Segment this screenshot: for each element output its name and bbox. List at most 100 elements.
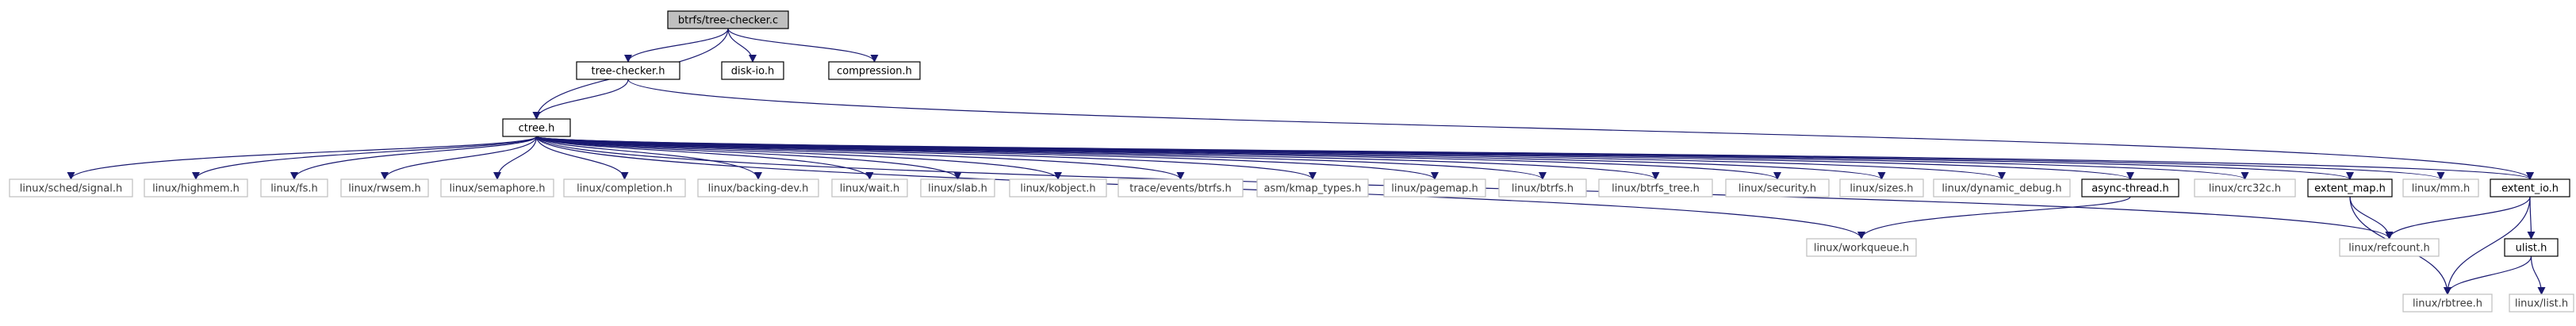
node-security-box [1725, 178, 1830, 198]
node-compression-box [828, 61, 921, 80]
node-treechecker-box [576, 61, 680, 80]
node-fs-label: linux/fs.h [270, 183, 318, 195]
node-ctree-label: ctree.h [519, 123, 555, 135]
node-treechecker[interactable]: tree-checker.h [576, 61, 680, 80]
node-dyndebug-label: linux/dynamic_debug.h [1942, 183, 2061, 195]
node-fs: linux/fs.h [260, 178, 328, 198]
node-btrfsh-box [1498, 178, 1587, 198]
node-root-label: btrfs/tree-checker.c [678, 15, 778, 27]
edge-ulist-to-rbtree [2444, 255, 2532, 295]
node-dyndebug: linux/dynamic_debug.h [1933, 178, 2071, 198]
node-btrfsh: linux/btrfs.h [1498, 178, 1587, 198]
node-wait-label: linux/wait.h [840, 183, 899, 195]
edge-asyncthread-to-workqueue [1857, 196, 2131, 240]
edge-extentmap-to-refcount [2349, 196, 2394, 240]
node-completion: linux/completion.h [563, 178, 686, 198]
edge-ctree-to-extentmap [535, 136, 2354, 180]
node-asyncthread-box [2081, 178, 2179, 198]
edge-treechecker-to-extentio [627, 79, 2534, 180]
node-rwsem-box [340, 178, 429, 198]
edge-ctree-to-rwsem [381, 136, 538, 180]
edge-ulist-to-list [2530, 255, 2546, 295]
node-extentio-label: extent_io.h [2501, 183, 2559, 195]
node-extentmap-label: extent_map.h [2314, 183, 2386, 195]
node-ctree[interactable]: ctree.h [502, 118, 571, 137]
node-list-label: linux/list.h [2515, 298, 2568, 310]
edge-ctree-to-fs [290, 136, 538, 180]
node-semaphore-label: linux/semaphore.h [449, 183, 545, 195]
node-wait: linux/wait.h [831, 178, 908, 198]
node-list-box [2509, 293, 2574, 313]
node-root[interactable]: btrfs/tree-checker.c [667, 10, 789, 29]
node-rbtree: linux/rbtree.h [2402, 293, 2493, 313]
node-diskio-label: disk-io.h [731, 66, 775, 78]
node-signal: linux/sched/signal.h [9, 178, 133, 198]
edge-extentio-to-ulist [2527, 196, 2536, 240]
node-slab-label: linux/slab.h [928, 183, 987, 195]
node-highmem: linux/highmem.h [144, 178, 248, 198]
node-trace: trace/events/btrfs.h [1117, 178, 1244, 198]
node-kmap: asm/kmap_types.h [1256, 178, 1369, 198]
node-btrfsh-label: linux/btrfs.h [1512, 183, 1574, 195]
edge-ctree-to-kobject [535, 136, 1062, 180]
node-refcount: linux/refcount.h [2339, 238, 2440, 257]
node-highmem-box [144, 178, 248, 198]
node-kobject-box [1009, 178, 1107, 198]
edge-root-to-diskio [727, 28, 757, 63]
node-completion-label: linux/completion.h [577, 183, 673, 195]
edge-ctree-to-extentio [535, 136, 2534, 180]
node-pagemap-label: linux/pagemap.h [1391, 183, 1478, 195]
node-mm-box [2402, 178, 2479, 198]
node-mm-label: linux/mm.h [2412, 183, 2470, 195]
node-ulist[interactable]: ulist.h [2504, 238, 2559, 257]
node-rwsem: linux/rwsem.h [340, 178, 429, 198]
node-backingdev-label: linux/backing-dev.h [708, 183, 809, 195]
node-extentmap[interactable]: extent_map.h [2307, 178, 2393, 198]
edge-extentio-to-rbtree [2444, 196, 2531, 295]
node-asyncthread[interactable]: async-thread.h [2081, 178, 2179, 198]
edge-ctree-to-highmem [192, 136, 538, 180]
edge-ctree-to-slab [535, 136, 962, 180]
node-kobject-label: linux/kobject.h [1020, 183, 1095, 195]
node-backingdev: linux/backing-dev.h [697, 178, 819, 198]
node-extentio[interactable]: extent_io.h [2490, 178, 2570, 198]
node-list: linux/list.h [2509, 293, 2574, 313]
edge-ctree-to-backingdev [535, 136, 762, 180]
node-kobject: linux/kobject.h [1009, 178, 1107, 198]
edge-ctree-to-wait [535, 136, 874, 180]
node-pagemap: linux/pagemap.h [1383, 178, 1486, 198]
node-workqueue-label: linux/workqueue.h [1814, 243, 1909, 255]
node-btrfstree-box [1598, 178, 1713, 198]
node-sizes-box [1839, 178, 1924, 198]
node-signal-label: linux/sched/signal.h [20, 183, 122, 195]
node-crc32c-label: linux/crc32c.h [2209, 183, 2281, 195]
node-ctree-box [502, 118, 571, 137]
node-root-box [667, 10, 789, 29]
node-security-label: linux/security.h [1738, 183, 1816, 195]
node-workqueue-box [1806, 238, 1917, 257]
node-trace-box [1117, 178, 1244, 198]
edge-ctree-to-sizes [535, 136, 1886, 180]
node-rwsem-label: linux/rwsem.h [348, 183, 421, 195]
nodes: btrfs/tree-checker.c tree-checker.h disk-i… [9, 10, 2574, 313]
node-trace-label: trace/events/btrfs.h [1129, 183, 1232, 195]
edges [67, 28, 2546, 295]
node-extentmap-box [2307, 178, 2393, 198]
node-btrfstree-label: linux/btrfs_tree.h [1612, 183, 1700, 195]
edge-extentio-to-refcount [2385, 196, 2531, 240]
node-compression[interactable]: compression.h [828, 61, 921, 80]
node-sizes: linux/sizes.h [1839, 178, 1924, 198]
node-extentio-box [2490, 178, 2570, 198]
node-highmem-label: linux/highmem.h [152, 183, 240, 195]
node-semaphore-box [440, 178, 554, 198]
node-sizes-label: linux/sizes.h [1850, 183, 1913, 195]
node-kmap-box [1256, 178, 1369, 198]
node-kmap-label: asm/kmap_types.h [1264, 183, 1362, 195]
node-wait-box [831, 178, 908, 198]
node-backingdev-box [697, 178, 819, 198]
edge-root-to-compression [727, 28, 879, 63]
node-diskio[interactable]: disk-io.h [721, 61, 784, 80]
node-pagemap-box [1383, 178, 1486, 198]
edge-ctree-to-trace [535, 136, 1185, 180]
node-signal-box [9, 178, 133, 198]
